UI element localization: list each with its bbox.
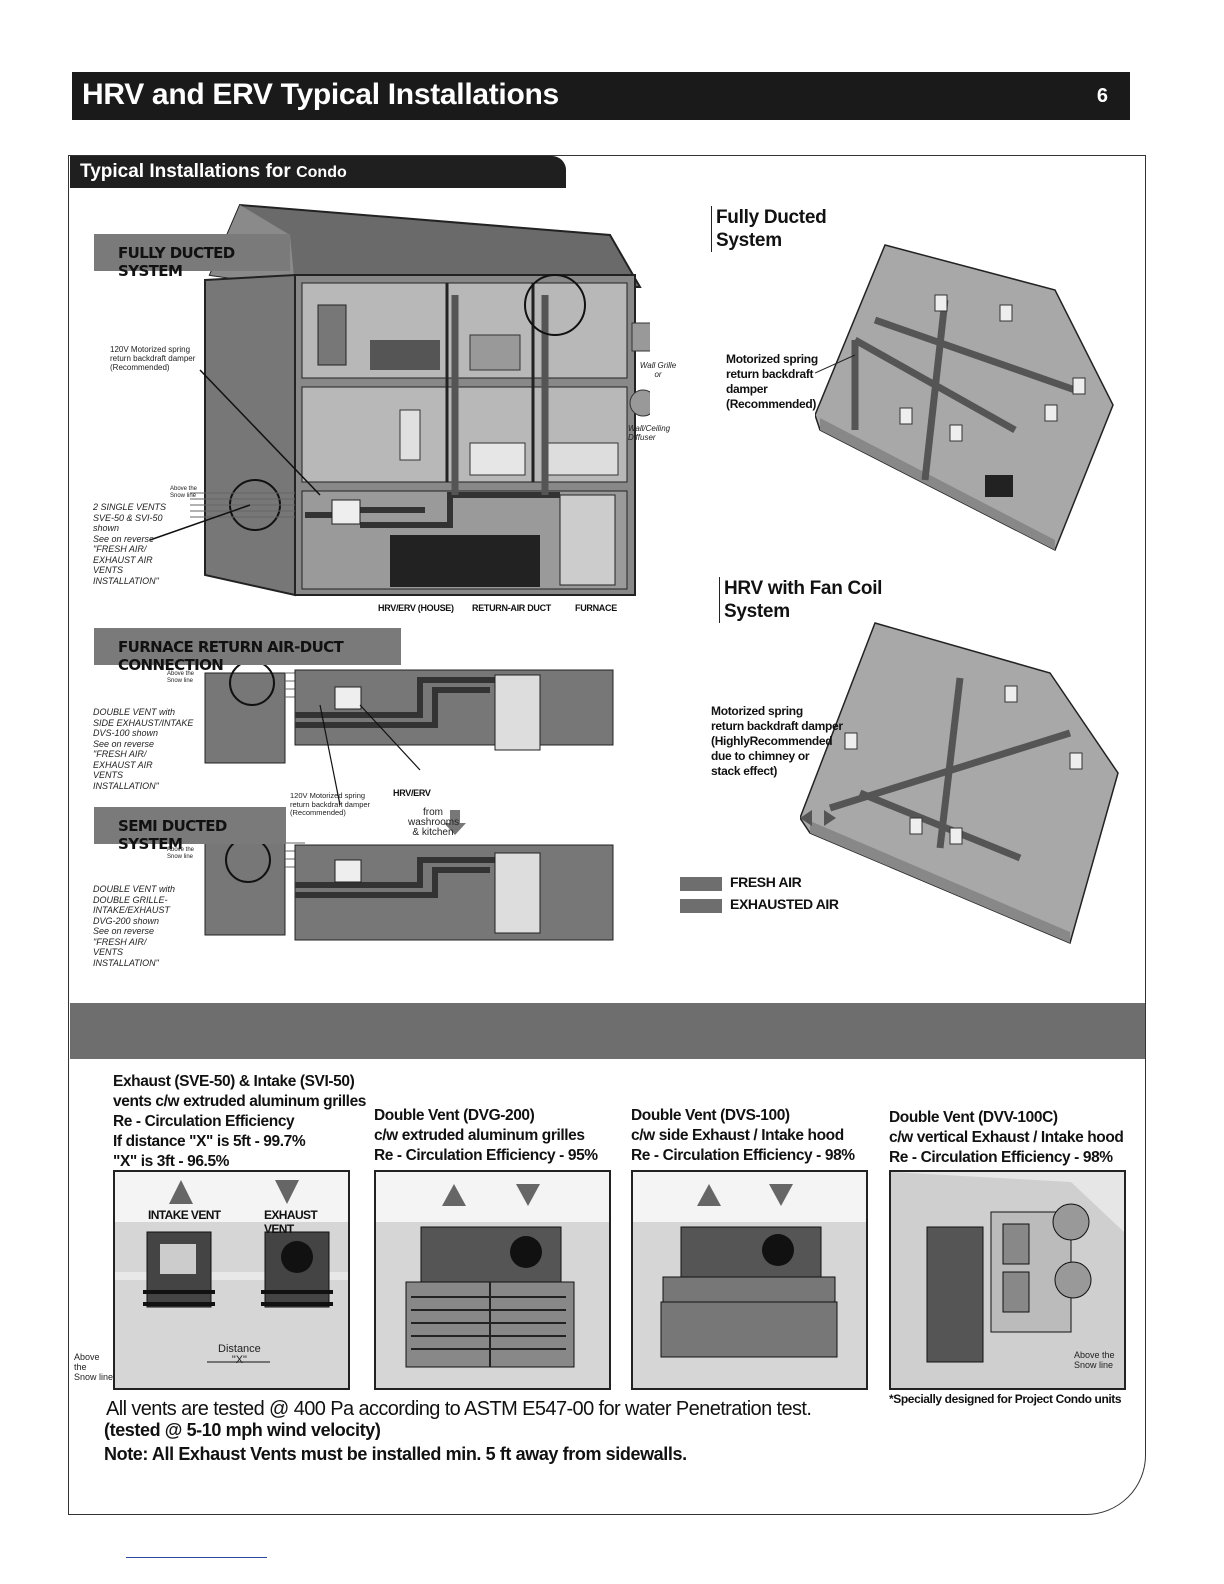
above-snow-label-3: Above the Snow line xyxy=(167,847,212,861)
fan-coil-damper-note: Motorized spring return backdraft damper… xyxy=(711,704,861,779)
section-tab-suffix: Condo xyxy=(296,164,347,181)
section-tab-title: Typical Installations for xyxy=(80,161,296,182)
above-snow-vent-4: Above the Snow line xyxy=(1074,1350,1124,1370)
hrv-house-label: HRV/ERV (HOUSE) xyxy=(378,603,454,613)
test-note: All vents are tested @ 400 Pa according … xyxy=(106,1398,811,1421)
vent-caption-dvv100c: Double Vent (DVV-100C) c/w vertical Exha… xyxy=(889,1108,1139,1168)
house-diagram xyxy=(90,195,650,985)
intake-vent-label: INTAKE VENT xyxy=(148,1208,221,1222)
single-vents-note: 2 SINGLE VENTS SVE-50 & SVI-50 shown See… xyxy=(93,502,203,586)
page-title: HRV and ERV Typical Installations xyxy=(82,78,559,112)
distance-label: Distance "X" xyxy=(218,1344,261,1366)
page-number: 6 xyxy=(1097,85,1108,108)
fan-coil-title: HRV with Fan Coil System xyxy=(719,577,924,623)
vent-image-dvs100 xyxy=(631,1170,868,1390)
vent-image-sve50: INTAKE VENT EXHAUST VENT Distance "X" xyxy=(113,1170,350,1390)
furnace-label: FURNACE xyxy=(575,603,617,613)
hrv-erv-label: HRV/ERV xyxy=(393,788,431,798)
return-duct-label: RETURN-AIR DUCT xyxy=(472,603,551,613)
legend-swatch-fresh xyxy=(680,877,722,891)
legend-exhausted-air: EXHAUSTED AIR xyxy=(730,896,839,912)
section-tab: Typical Installations for Condo xyxy=(70,156,566,188)
above-snow-label-1: Above the Snow line xyxy=(170,486,215,500)
fully-ducted-damper-note: Motorized spring return backdraft damper… xyxy=(726,352,866,412)
semi-ducted-label: SEMI DUCTED SYSTEM xyxy=(94,807,286,844)
condo-footnote: *Specially designed for Project Condo un… xyxy=(889,1392,1121,1406)
footer-rule xyxy=(126,1557,267,1558)
above-snow-vent-1: Above the Snow line xyxy=(74,1352,114,1382)
legend-fresh-air: FRESH AIR xyxy=(730,874,801,890)
exhaust-vent-label: EXHAUST VENT xyxy=(264,1208,348,1236)
vent-caption-dvs100: Double Vent (DVS-100) c/w side Exhaust /… xyxy=(631,1106,881,1166)
wall-grille-label: Wall Grille or xyxy=(628,361,688,379)
from-washrooms-label: from washrooms & kitchen xyxy=(408,808,458,838)
fully-ducted-label: FULLY DUCTED SYSTEM xyxy=(94,234,290,271)
vent-image-dvv100c: Above the Snow line xyxy=(889,1170,1126,1390)
wind-note: (tested @ 5-10 mph wind velocity) xyxy=(104,1420,380,1441)
above-snow-label-2: Above the Snow line xyxy=(167,671,212,685)
sidewall-note: Note: All Exhaust Vents must be installe… xyxy=(104,1444,687,1465)
section-divider-band xyxy=(70,1003,1145,1059)
damper-note-top: 120V Motorized spring return backdraft d… xyxy=(110,345,220,372)
vent-caption-dvg200: Double Vent (DVG-200) c/w extruded alumi… xyxy=(374,1106,624,1166)
double-vent-note: DOUBLE VENT with SIDE EXHAUST/INTAKE DVS… xyxy=(93,707,213,791)
double-grille-note: DOUBLE VENT with DOUBLE GRILLE- INTAKE/E… xyxy=(93,884,213,968)
furnace-return-label: FURNACE RETURN AIR-DUCT CONNECTION xyxy=(94,628,401,665)
legend-swatch-exhaust xyxy=(680,899,722,913)
vent-caption-sve50: Exhaust (SVE-50) & Intake (SVI-50) vents… xyxy=(113,1072,373,1172)
damper-note-mid: 120V Motorized spring return backdraft d… xyxy=(290,792,390,818)
fan-coil-floorplan xyxy=(800,618,1125,948)
ceiling-diffuser-label: Wall/Ceiling Diffuser xyxy=(628,424,688,442)
vent-image-dvg200 xyxy=(374,1170,611,1390)
page-header: HRV and ERV Typical Installations 6 xyxy=(72,72,1130,120)
